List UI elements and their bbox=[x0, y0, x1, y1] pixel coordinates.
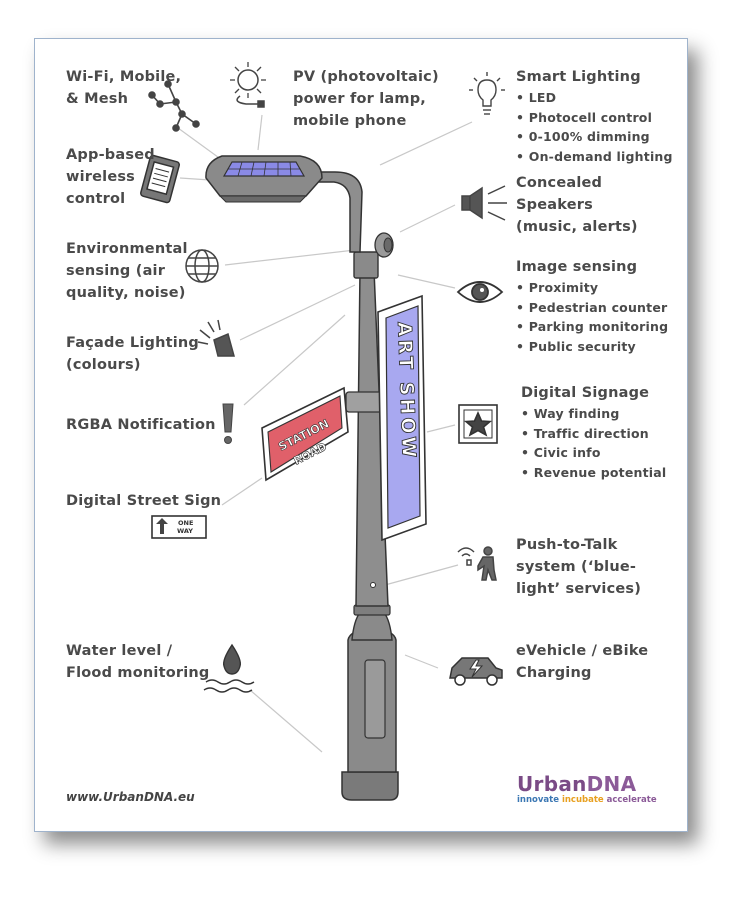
list-item: Traffic direction bbox=[521, 424, 666, 444]
brand-name-b: DNA bbox=[586, 772, 637, 796]
evehicle-label-line-1: eVehicle / eBike bbox=[516, 643, 649, 659]
evehicle-label-line-2: Charging bbox=[516, 665, 592, 681]
push-to-talk-label: Push-to-Talk system (‘blue- light’ servi… bbox=[516, 534, 641, 600]
pv-label-line-1: PV (photovoltaic) bbox=[293, 69, 439, 85]
list-item: Pedestrian counter bbox=[516, 298, 668, 318]
brand-name: UrbanDNA bbox=[517, 772, 657, 796]
one-way-text-1: ONE bbox=[178, 519, 193, 527]
wifi-label-line-2: & Mesh bbox=[66, 91, 129, 107]
phone-icon bbox=[140, 154, 180, 204]
one-way-sign-icon bbox=[151, 515, 207, 539]
digital-street-sign-label: Digital Street Sign bbox=[66, 490, 221, 512]
sun-icon bbox=[230, 62, 266, 108]
urbandna-logo: UrbanDNA innovate incubate accelerate bbox=[517, 772, 657, 805]
smart-lighting-list: LED Photocell control 0-100% dimming On-… bbox=[516, 88, 673, 166]
wifi-label-line-1: Wi-Fi, Mobile, bbox=[66, 69, 182, 85]
env-label-line-3: quality, noise) bbox=[66, 285, 186, 301]
exclamation-icon bbox=[222, 403, 234, 444]
brand-name-a: Urban bbox=[517, 772, 587, 796]
water-level-label: Water level / Flood monitoring bbox=[66, 640, 210, 684]
light-bulb-icon bbox=[469, 72, 505, 115]
globe-icon bbox=[185, 249, 219, 283]
list-item: Civic info bbox=[521, 443, 666, 463]
water-label-line-1: Water level / bbox=[66, 643, 173, 659]
one-way-text-2: WAY bbox=[177, 527, 193, 535]
environmental-label: Environmental sensing (air quality, nois… bbox=[66, 238, 188, 304]
lamp-head bbox=[205, 155, 323, 203]
list-item: On-demand lighting bbox=[516, 147, 673, 167]
facade-label-line-2: (colours) bbox=[66, 357, 141, 373]
brand-tagline: innovate incubate accelerate bbox=[517, 795, 657, 805]
facade-light-icon bbox=[197, 319, 235, 357]
image-sensing-list: Proximity Pedestrian counter Parking mon… bbox=[516, 278, 668, 356]
connector-lines bbox=[177, 114, 473, 753]
list-item: Parking monitoring bbox=[516, 317, 668, 337]
app-control-label: App-based wireless control bbox=[66, 144, 155, 210]
tagline-innovate: innovate bbox=[517, 795, 559, 805]
list-item: Photocell control bbox=[516, 108, 673, 128]
website-link[interactable]: www.UrbanDNA.eu bbox=[66, 790, 195, 804]
evehicle-label: eVehicle / eBike Charging bbox=[516, 640, 648, 684]
eye-icon bbox=[456, 281, 504, 303]
digital-signage-title: Digital Signage bbox=[521, 385, 650, 401]
facade-lighting-label: Façade Lighting (colours) bbox=[66, 332, 199, 376]
push-to-talk-icon bbox=[457, 546, 497, 581]
env-label-line-2: sensing (air bbox=[66, 263, 166, 279]
digital-signage-list: Way finding Traffic direction Civic info… bbox=[521, 404, 666, 482]
star-sign-icon bbox=[458, 404, 498, 444]
ev-car-icon bbox=[449, 657, 503, 686]
ptt-label-line-3: light’ services) bbox=[516, 581, 642, 597]
smart-lighting-title: Smart Lighting bbox=[516, 69, 641, 85]
image-sensing-label: Image sensing Proximity Pedestrian count… bbox=[516, 256, 668, 356]
digital-signage-label: Digital Signage Way finding Traffic dire… bbox=[521, 382, 666, 482]
water-label-line-2: Flood monitoring bbox=[66, 665, 210, 681]
speakers-label-line-2: Speakers bbox=[516, 197, 593, 213]
list-item: 0-100% dimming bbox=[516, 127, 673, 147]
speakers-label-line-1: Concealed bbox=[516, 175, 603, 191]
speaker-icon bbox=[461, 185, 507, 221]
wifi-label: Wi-Fi, Mobile, & Mesh bbox=[66, 66, 181, 110]
rgba-notification-label: RGBA Notification bbox=[66, 414, 216, 436]
smart-lighting-label: Smart Lighting LED Photocell control 0-1… bbox=[516, 66, 673, 166]
list-item: Public security bbox=[516, 337, 668, 357]
ptt-label-line-1: Push-to-Talk bbox=[516, 537, 618, 553]
rgba-label-text: RGBA Notification bbox=[66, 417, 216, 433]
network-icon bbox=[148, 80, 200, 132]
pv-label: PV (photovoltaic) power for lamp, mobile… bbox=[293, 66, 439, 132]
app-label-line-2: wireless bbox=[66, 169, 136, 185]
tagline-incubate: incubate bbox=[561, 795, 604, 805]
list-item: LED bbox=[516, 88, 673, 108]
list-item: Way finding bbox=[521, 404, 666, 424]
pv-label-line-2: power for lamp, bbox=[293, 91, 426, 107]
speakers-label-line-3: (music, alerts) bbox=[516, 219, 638, 235]
art-show-sign-text: ART SHOW bbox=[393, 321, 420, 460]
facade-label-line-1: Façade Lighting bbox=[66, 335, 199, 351]
list-item: Proximity bbox=[516, 278, 668, 298]
ptt-label-line-2: system (‘blue- bbox=[516, 559, 637, 575]
art-show-sign bbox=[377, 294, 427, 542]
speakers-label: Concealed Speakers (music, alerts) bbox=[516, 172, 638, 238]
pv-label-line-3: mobile phone bbox=[293, 113, 407, 129]
app-label-line-3: control bbox=[66, 191, 126, 207]
list-item: Revenue potential bbox=[521, 463, 666, 483]
image-sensing-title: Image sensing bbox=[516, 259, 638, 275]
street-sign-label-text: Digital Street Sign bbox=[66, 493, 222, 509]
station-road-sign bbox=[261, 386, 349, 482]
tagline-accelerate: accelerate bbox=[606, 795, 657, 805]
env-label-line-1: Environmental bbox=[66, 241, 188, 257]
app-label-line-1: App-based bbox=[66, 147, 155, 163]
water-drop-icon bbox=[203, 643, 255, 693]
